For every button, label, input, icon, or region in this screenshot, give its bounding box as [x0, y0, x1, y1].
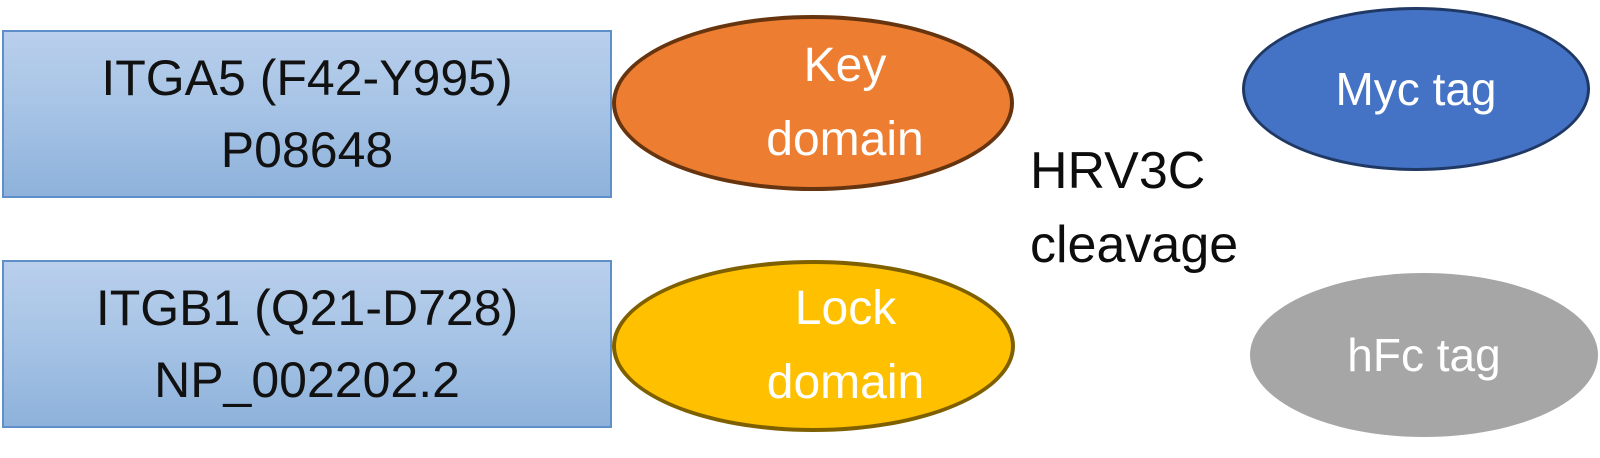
myc-tag-label: Myc tag: [1335, 63, 1497, 115]
key-domain-ellipse: Key domain: [612, 15, 1014, 191]
myc-tag-ellipse: Myc tag: [1242, 7, 1590, 171]
lock-domain-label-line1: Lock: [794, 282, 897, 335]
key-domain-label-line2: domain: [766, 113, 924, 166]
hfc-tag-ellipse: hFc tag: [1250, 273, 1598, 437]
key-domain-label: Key domain: [766, 29, 923, 177]
itga5-accession-label: P08648: [220, 122, 394, 178]
hrv3c-cleavage-annotation: HRV3C cleavage: [1030, 134, 1238, 282]
hrv3c-cleavage-line1: HRV3C: [1030, 142, 1206, 200]
itgb1-accession-label: NP_002202.2: [154, 352, 460, 408]
hrv3c-cleavage-line2: cleavage: [1030, 216, 1239, 274]
lock-domain-label: Lock domain: [767, 272, 924, 420]
itga5-range-label: ITGA5 (F42-Y995): [101, 50, 513, 106]
itgb1-construct-box: ITGB1 (Q21-D728) NP_002202.2: [2, 260, 612, 428]
key-domain-label-line1: Key: [803, 39, 887, 92]
itgb1-range-label: ITGB1 (Q21-D728): [95, 280, 519, 336]
lock-domain-ellipse: Lock domain: [612, 260, 1015, 432]
lock-domain-label-line2: domain: [766, 356, 925, 409]
hfc-tag-label: hFc tag: [1347, 329, 1501, 381]
itga5-construct-box: ITGA5 (F42-Y995) P08648: [2, 30, 612, 198]
